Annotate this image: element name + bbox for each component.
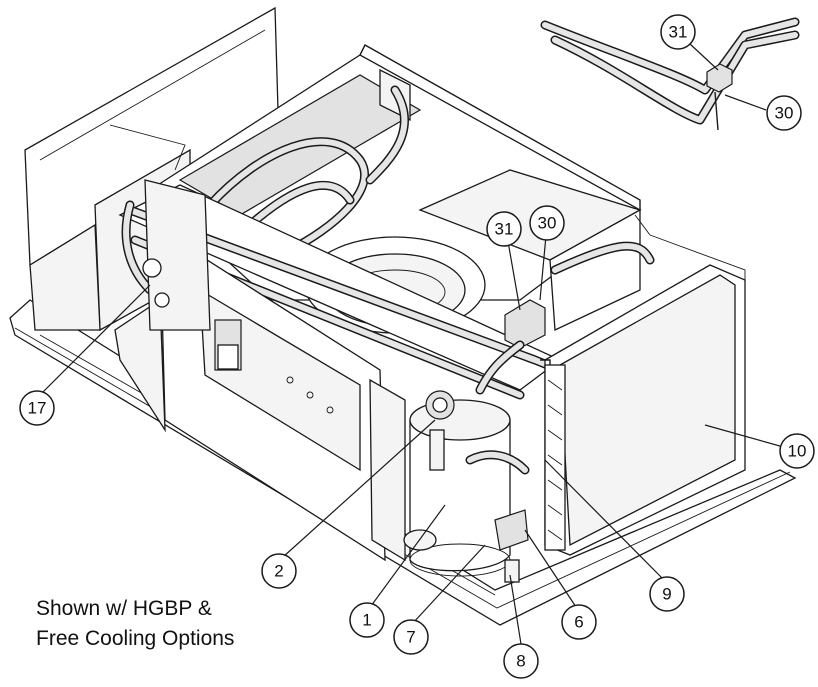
callout-8: 8	[503, 643, 539, 679]
inset-detail	[540, 17, 800, 131]
svg-text:17: 17	[28, 399, 47, 418]
left-piping	[121, 179, 211, 331]
caption-line-1: Shown w/ HGBP &	[36, 597, 212, 620]
svg-text:30: 30	[775, 104, 794, 123]
callout-30-inset: 30	[766, 95, 802, 131]
caption-line-2: Free Cooling Options	[36, 627, 235, 650]
svg-text:7: 7	[406, 628, 415, 647]
svg-text:31: 31	[669, 23, 688, 42]
callout-9: 9	[649, 576, 685, 612]
svg-text:1: 1	[362, 611, 371, 630]
svg-text:9: 9	[662, 585, 671, 604]
callout-30-main: 30	[529, 205, 565, 241]
svg-text:30: 30	[538, 214, 557, 233]
leader-lines	[39, 43, 788, 645]
callout-6: 6	[561, 604, 597, 640]
compressor	[403, 390, 530, 583]
svg-text:10: 10	[788, 442, 807, 461]
callout-31-inset: 31	[660, 14, 696, 50]
evaporator-tubes	[205, 85, 409, 255]
callout-17: 17	[19, 390, 55, 426]
svg-text:31: 31	[495, 220, 514, 239]
callout-1: 1	[349, 602, 385, 638]
figure-caption: Shown w/ HGBP & Free Cooling Options	[36, 594, 234, 654]
svg-text:6: 6	[574, 613, 583, 632]
svg-text:8: 8	[516, 652, 525, 671]
svg-text:2: 2	[274, 562, 283, 581]
callout-10: 10	[779, 433, 815, 469]
callout-2: 2	[261, 553, 297, 589]
condenser-coil	[540, 214, 746, 556]
callout-31-main: 31	[486, 211, 522, 247]
callout-7: 7	[393, 619, 429, 655]
hgbp-valve	[475, 241, 655, 395]
control-box	[418, 169, 642, 331]
service-panel	[114, 228, 406, 562]
